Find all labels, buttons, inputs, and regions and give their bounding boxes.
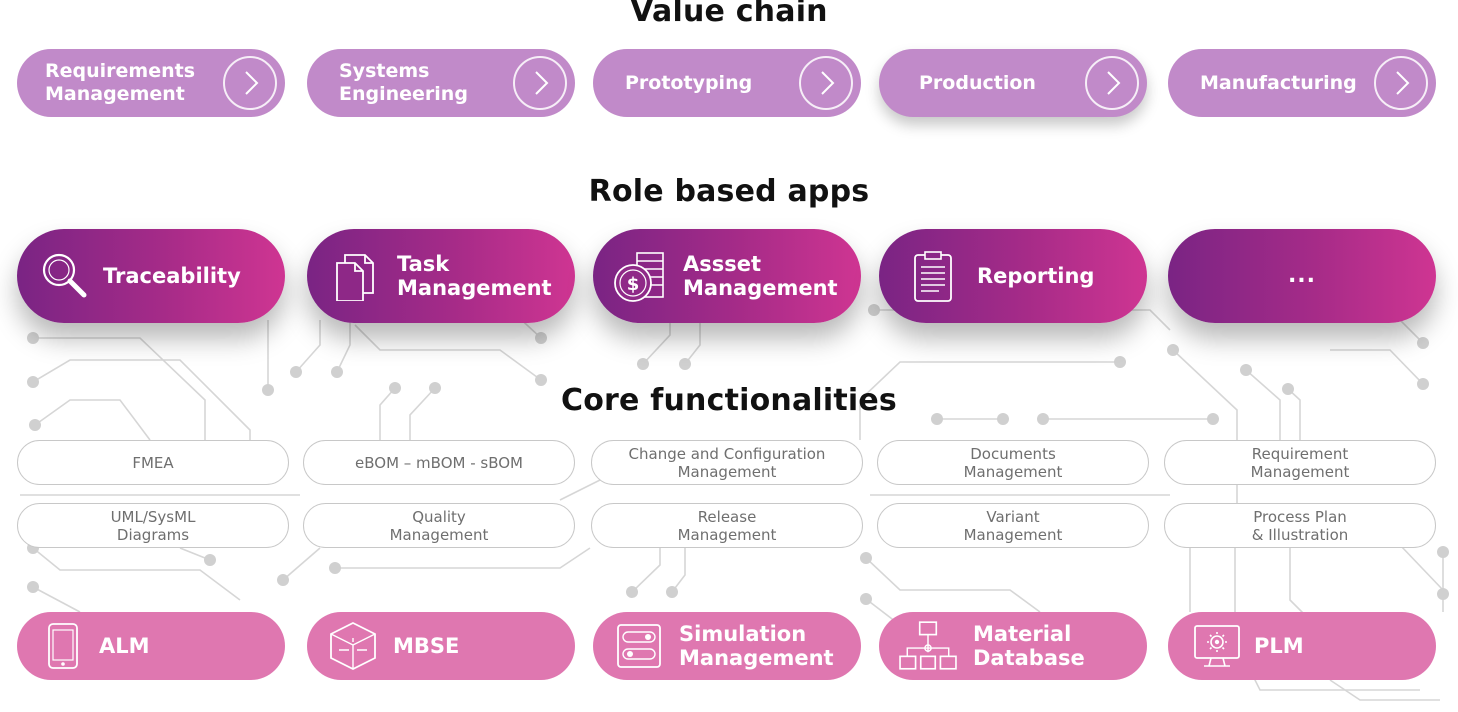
core-item-fmea[interactable]: FMEA bbox=[17, 440, 289, 485]
core-item-label: Documents Management bbox=[963, 444, 1063, 481]
core-item-release[interactable]: Release Management bbox=[591, 503, 863, 548]
module-label: Material Database bbox=[973, 622, 1085, 670]
core-item-label: Change and Configuration Management bbox=[628, 444, 826, 481]
more-label: ... bbox=[1287, 263, 1317, 288]
role-app-label: Traceability bbox=[103, 264, 241, 288]
chevron-right-icon[interactable] bbox=[513, 56, 567, 110]
role-app-traceability[interactable]: Traceability bbox=[17, 229, 285, 323]
value-chain-label: Prototyping bbox=[625, 71, 753, 94]
value-chain-label: Systems Engineering bbox=[339, 60, 468, 105]
core-item-variant[interactable]: Variant Management bbox=[877, 503, 1149, 548]
module-material-database[interactable]: Material Database bbox=[879, 612, 1147, 680]
magnifier-icon bbox=[42, 253, 87, 298]
core-item-label: Release Management bbox=[677, 507, 777, 544]
cube-model-icon bbox=[330, 621, 376, 671]
mobile-device-icon bbox=[48, 623, 78, 669]
svg-text:$: $ bbox=[627, 274, 640, 295]
value-chain-production[interactable]: Production bbox=[879, 49, 1147, 117]
module-label: Simulation Management bbox=[679, 622, 834, 670]
monitor-gear-icon bbox=[1194, 625, 1240, 667]
chevron-right-icon[interactable] bbox=[1374, 56, 1428, 110]
hierarchy-icon bbox=[899, 621, 957, 670]
core-item-label: Requirement Management bbox=[1250, 444, 1350, 481]
toggles-icon bbox=[617, 624, 661, 668]
chevron-right-icon[interactable] bbox=[223, 56, 277, 110]
documents-icon bbox=[336, 254, 374, 301]
core-item-label: eBOM – mBOM - sBOM bbox=[355, 453, 523, 472]
value-chain-label: Production bbox=[919, 71, 1036, 94]
role-app-label: Assset Management bbox=[683, 252, 838, 300]
value-chain-prototyping[interactable]: Prototyping bbox=[593, 49, 861, 117]
role-app-task-management[interactable]: Task Management bbox=[307, 229, 575, 323]
core-item-requirement[interactable]: Requirement Management bbox=[1164, 440, 1436, 485]
module-label: ALM bbox=[99, 634, 150, 658]
clipboard-icon bbox=[914, 251, 952, 302]
core-item-quality[interactable]: Quality Management bbox=[303, 503, 575, 548]
value-chain-requirements-management[interactable]: Requirements Management bbox=[17, 49, 285, 117]
core-item-label: Quality Management bbox=[389, 507, 489, 544]
core-item-documents[interactable]: Documents Management bbox=[877, 440, 1149, 485]
value-chain-manufacturing[interactable]: Manufacturing bbox=[1168, 49, 1436, 117]
module-label: MBSE bbox=[393, 634, 460, 658]
core-item-label: FMEA bbox=[132, 453, 174, 472]
value-chain-title: Value chain bbox=[630, 0, 828, 29]
module-label: PLM bbox=[1254, 634, 1304, 658]
core-item-process-plan[interactable]: Process Plan & Illustration bbox=[1164, 503, 1436, 548]
module-alm[interactable]: ALM bbox=[17, 612, 285, 680]
core-item-label: Process Plan & Illustration bbox=[1251, 507, 1349, 544]
core-item-uml-sysml[interactable]: UML/SysML Diagrams bbox=[17, 503, 289, 548]
module-simulation-management[interactable]: Simulation Management bbox=[593, 612, 861, 680]
role-based-apps-title: Role based apps bbox=[588, 174, 870, 209]
role-app-reporting[interactable]: Reporting bbox=[879, 229, 1147, 323]
value-chain-systems-engineering[interactable]: Systems Engineering bbox=[307, 49, 575, 117]
role-app-more[interactable]: ... bbox=[1168, 229, 1436, 323]
chevron-right-icon[interactable] bbox=[1085, 56, 1139, 110]
module-mbse[interactable]: MBSE bbox=[307, 612, 575, 680]
value-chain-label: Requirements Management bbox=[45, 60, 196, 105]
role-app-label: Reporting bbox=[977, 264, 1095, 288]
module-plm[interactable]: PLM bbox=[1168, 612, 1436, 680]
chevron-right-icon[interactable] bbox=[799, 56, 853, 110]
coins-icon: $ bbox=[614, 252, 664, 302]
value-chain-label: Manufacturing bbox=[1200, 71, 1357, 94]
core-item-bom[interactable]: eBOM – mBOM - sBOM bbox=[303, 440, 575, 485]
core-item-change-configuration[interactable]: Change and Configuration Management bbox=[591, 440, 863, 485]
core-functionalities-title: Core functionalities bbox=[561, 383, 897, 418]
role-app-asset-management[interactable]: $ Assset Management bbox=[593, 229, 861, 323]
core-item-label: UML/SysML Diagrams bbox=[110, 507, 196, 544]
core-item-label: Variant Management bbox=[963, 507, 1063, 544]
role-app-label: Task Management bbox=[397, 252, 552, 300]
